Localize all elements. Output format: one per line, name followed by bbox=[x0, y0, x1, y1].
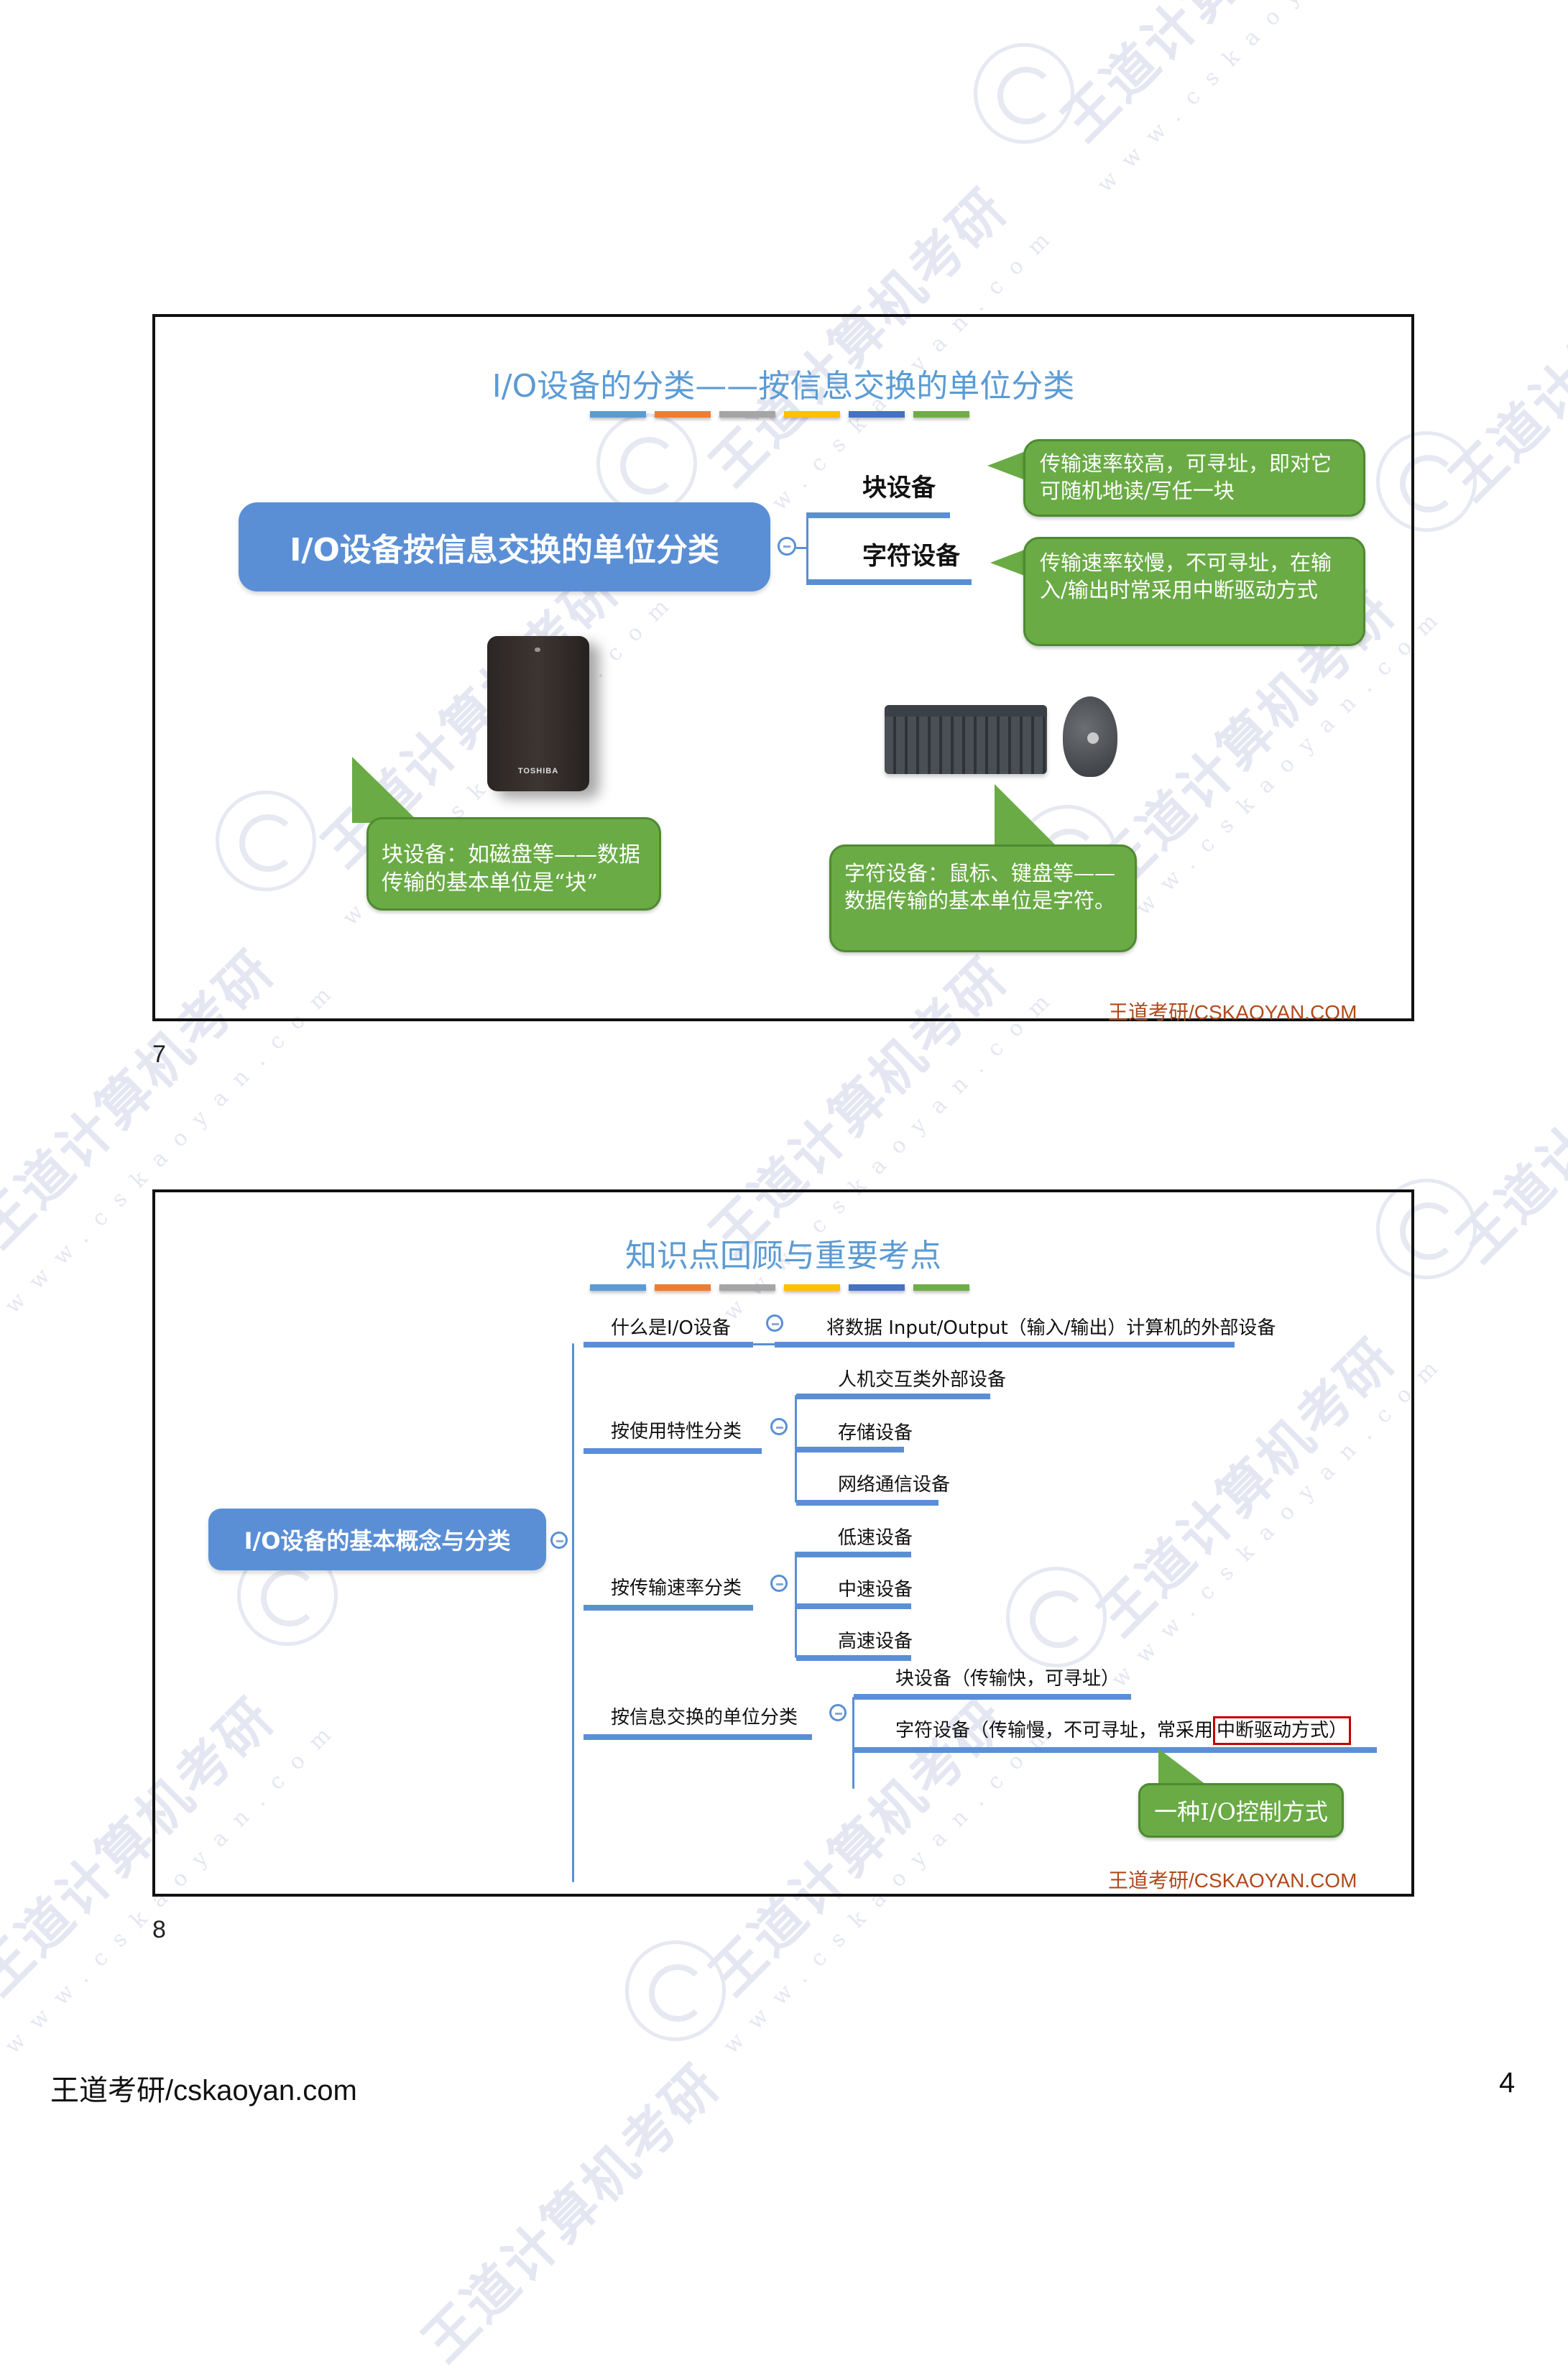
leaf-char-device: 字符设备（传输慢，不可寻址，常采用中断驱动方式） bbox=[895, 1716, 1352, 1745]
leaf-underline bbox=[854, 1747, 1377, 1753]
leaf-underline bbox=[796, 1552, 911, 1557]
leaf-io-definition: 将数据 Input/Output（输入/输出）计算机的外部设备 bbox=[826, 1317, 1276, 1339]
branch-underline bbox=[584, 1605, 753, 1611]
note-block-device: 传输速率较高，可寻址，即对它可随机地读/写任一块 bbox=[1023, 439, 1365, 517]
color-bar-segment bbox=[913, 1284, 969, 1291]
branch-block-device: 块设备 bbox=[862, 474, 936, 502]
keyboard-mouse-image bbox=[885, 696, 1129, 783]
connector-line bbox=[795, 1552, 797, 1658]
leaf-human-interaction: 人机交互类外部设备 bbox=[838, 1369, 1007, 1391]
leaf-underline bbox=[796, 1500, 939, 1506]
color-bar-segment bbox=[849, 411, 905, 418]
slide-title: I/O设备的分类——按信息交换的单位分类 bbox=[492, 368, 1075, 405]
watermark-seal-icon bbox=[974, 43, 1074, 144]
leaf-underline bbox=[796, 1603, 911, 1609]
collapse-icon[interactable] bbox=[829, 1704, 847, 1721]
slide-number: 7 bbox=[152, 1041, 166, 1068]
branch-underline bbox=[584, 1448, 762, 1454]
hdd-brand-label: TOSHIBA bbox=[517, 767, 559, 775]
color-bar-segment bbox=[590, 1284, 646, 1291]
watermark-text: 王道计算机考研 bbox=[1042, 0, 1374, 155]
leaf-storage: 存储设备 bbox=[838, 1422, 913, 1444]
connector-line bbox=[852, 1697, 854, 1789]
branch-underline bbox=[584, 1342, 753, 1348]
connector-line bbox=[753, 1343, 775, 1345]
watermark-url: www.cskaoyan.com bbox=[1092, 0, 1440, 198]
bubble-tail bbox=[987, 450, 1029, 482]
slide-number: 8 bbox=[152, 1916, 166, 1943]
leaf-underline bbox=[775, 1342, 1235, 1348]
note-char-device: 传输速率较慢，不可寻址，在输入/输出时常采用中断驱动方式 bbox=[1023, 537, 1365, 646]
page-footer-brand: 王道考研/cskaoyan.com bbox=[50, 2075, 357, 2106]
leaf-underline bbox=[854, 1694, 1131, 1700]
branch-by-usage: 按使用特性分类 bbox=[611, 1421, 742, 1442]
color-bar-segment bbox=[784, 1284, 840, 1291]
branch-char-device: 字符设备 bbox=[862, 542, 960, 571]
branch-by-speed: 按传输速率分类 bbox=[611, 1578, 742, 1599]
slide-footer-brand: 王道考研/CSKAOYAN.COM bbox=[1108, 1001, 1357, 1023]
callout-io-control: 一种I/O控制方式 bbox=[1138, 1783, 1344, 1838]
connector-line bbox=[795, 1395, 797, 1503]
collapse-icon[interactable] bbox=[550, 1532, 568, 1549]
color-bar-segment bbox=[655, 1284, 711, 1291]
mindmap-root-node[interactable]: I/O设备按信息交换的单位分类 bbox=[239, 502, 770, 591]
branch-underline bbox=[806, 579, 972, 585]
color-bar-segment bbox=[719, 411, 775, 418]
color-bar-segment bbox=[849, 1284, 905, 1291]
page-number: 4 bbox=[1499, 2067, 1516, 2099]
slide-8: 知识点回顾与重要考点 I/O设备的基本概念与分类 什么是I/O设备 将数据 In… bbox=[152, 1189, 1414, 1897]
caption-char-device: 字符设备：鼠标、键盘等——数据传输的基本单位是字符。 bbox=[829, 844, 1137, 952]
collapse-icon[interactable] bbox=[770, 1575, 788, 1592]
leaf-block-device: 块设备（传输快，可寻址） bbox=[895, 1668, 1120, 1690]
bubble-tail bbox=[995, 784, 1058, 847]
leaf-underline bbox=[796, 1655, 911, 1661]
leaf-char-device-text: 字符设备（传输慢，不可寻址，常采用 bbox=[895, 1720, 1214, 1741]
color-bar-segment bbox=[784, 411, 840, 418]
watermark-text: 王道计算机考研 bbox=[1439, 190, 1568, 512]
watermark-text: 王道计算机考研 bbox=[1446, 952, 1568, 1274]
color-bar-segment bbox=[590, 411, 646, 418]
watermark-text: 王道计算机考研 bbox=[411, 2052, 732, 2374]
trunk-line bbox=[572, 1343, 574, 1882]
leaf-high-speed: 高速设备 bbox=[838, 1631, 913, 1652]
leaf-network: 网络通信设备 bbox=[838, 1474, 951, 1496]
caption-block-device: 块设备：如磁盘等——数据传输的基本单位是“块” bbox=[366, 817, 661, 911]
leaf-low-speed: 低速设备 bbox=[838, 1527, 913, 1549]
branch-by-unit: 按信息交换的单位分类 bbox=[611, 1707, 798, 1728]
branch-underline bbox=[806, 512, 950, 518]
slide-7: I/O设备的分类——按信息交换的单位分类 I/O设备按信息交换的单位分类 块设备… bbox=[152, 314, 1414, 1023]
collapse-icon[interactable] bbox=[766, 1314, 783, 1332]
collapse-icon[interactable] bbox=[770, 1418, 788, 1435]
connector-line bbox=[796, 547, 808, 549]
collapse-icon[interactable] bbox=[778, 537, 796, 556]
leaf-mid-speed: 中速设备 bbox=[838, 1579, 913, 1601]
leaf-underline bbox=[796, 1447, 904, 1452]
watermark-seal-icon bbox=[625, 1940, 726, 2041]
slide-footer-brand: 王道考研/CSKAOYAN.COM bbox=[1108, 1869, 1357, 1892]
bubble-tail bbox=[1158, 1749, 1206, 1785]
mindmap-root-node[interactable]: I/O设备的基本概念与分类 bbox=[208, 1509, 546, 1570]
highlight-interrupt-driven: 中断驱动方式） bbox=[1213, 1716, 1352, 1745]
color-bar-segment bbox=[913, 411, 969, 418]
branch-underline bbox=[584, 1734, 812, 1740]
slide-title: 知识点回顾与重要考点 bbox=[625, 1238, 941, 1274]
hdd-image: TOSHIBA bbox=[483, 633, 619, 791]
leaf-underline bbox=[796, 1394, 990, 1399]
color-bar-segment bbox=[655, 411, 711, 418]
branch-what-is-io: 什么是I/O设备 bbox=[611, 1317, 731, 1339]
bubble-tail bbox=[352, 757, 420, 823]
color-bar-segment bbox=[719, 1284, 775, 1291]
